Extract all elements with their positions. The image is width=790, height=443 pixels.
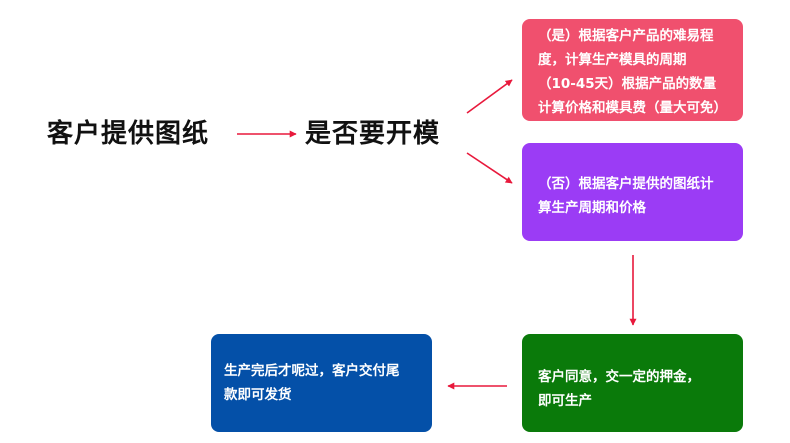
yes-branch-line: 计算价格和模具费（量大可免）	[538, 100, 727, 116]
ship-line: 款即可发货	[224, 387, 292, 403]
yes-branch-box: （是）根据客户产品的难易程 度，计算生产模具的周期 （10-45天）根据产品的数…	[522, 19, 743, 121]
arrow-decision-to-yes	[466, 79, 513, 114]
arrow-decision-to-no	[466, 152, 513, 184]
no-branch-line: 算生产周期和价格	[538, 200, 646, 216]
customer-agree-line: 客户同意，交一定的押金，	[538, 369, 700, 385]
no-branch-line: （否）根据客户提供的图纸计	[538, 176, 714, 192]
yes-branch-line: （10-45天）根据产品的数量	[538, 76, 717, 92]
customer-agree-line: 即可生产	[538, 393, 592, 409]
ship-box: 生产完后才呢过，客户交付尾 款即可发货	[211, 334, 432, 432]
no-branch-box: （否）根据客户提供的图纸计 算生产周期和价格	[522, 143, 743, 241]
yes-branch-line: （是）根据客户产品的难易程	[538, 28, 714, 44]
ship-line: 生产完后才呢过，客户交付尾	[224, 363, 400, 379]
start-node-label: 客户提供图纸	[47, 119, 210, 149]
customer-agree-box: 客户同意，交一定的押金， 即可生产	[522, 334, 743, 432]
decision-node-label: 是否要开模	[305, 119, 441, 149]
yes-branch-line: 度，计算生产模具的周期	[538, 52, 687, 68]
